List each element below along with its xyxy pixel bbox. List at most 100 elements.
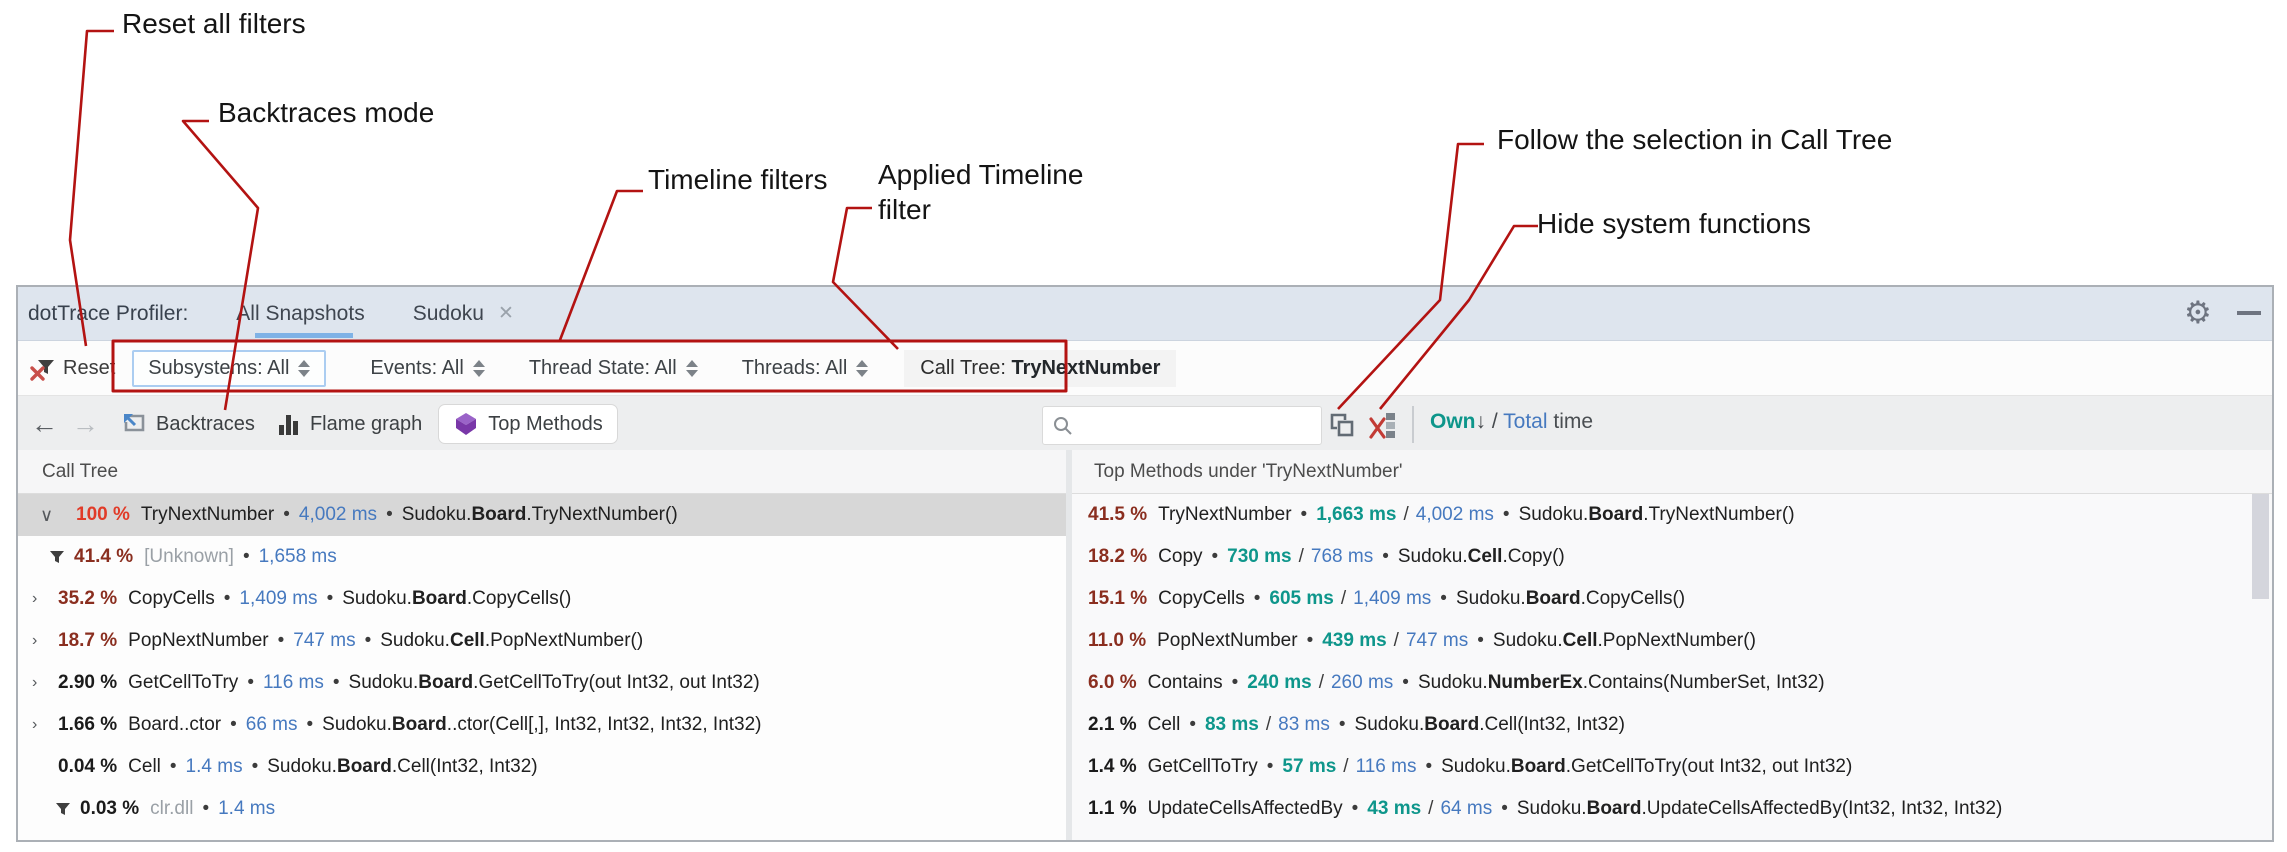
- time-value: 747 ms: [293, 630, 356, 651]
- follow-selection-button[interactable]: [1328, 411, 1356, 445]
- minimize-icon[interactable]: [2237, 311, 2261, 315]
- method-name: Board..ctor: [128, 714, 222, 735]
- forward-arrow-icon[interactable]: →: [72, 409, 99, 439]
- close-tab-icon[interactable]: ✕: [497, 303, 514, 324]
- slash-separator: /: [1318, 672, 1324, 693]
- events-filter[interactable]: Events: All: [370, 357, 485, 380]
- call-tree-row[interactable]: ›35.2 %CopyCells•1,409 ms•Sudoku.Board.C…: [18, 578, 1066, 620]
- method-name: CopyCells: [1158, 588, 1245, 609]
- total-time-value: 768 ms: [1310, 546, 1374, 567]
- method-namespace: Sudoku.: [1417, 672, 1488, 693]
- method-name: TryNextNumber: [1158, 504, 1292, 525]
- flame-graph-icon: [278, 415, 298, 435]
- time-value: 1,409 ms: [239, 588, 318, 609]
- tree-expander-icon[interactable]: ›: [32, 674, 38, 691]
- backtraces-button[interactable]: Backtraces: [121, 411, 255, 437]
- method-rest: .CopyCells(): [1580, 588, 1686, 609]
- tree-expander-icon[interactable]: ›: [32, 590, 38, 607]
- method-name: [Unknown]: [144, 546, 234, 567]
- thread-state-filter[interactable]: Thread State: All: [529, 357, 698, 380]
- spinner-icon: [472, 359, 485, 377]
- hide-system-functions-button[interactable]: [1368, 411, 1398, 445]
- own-time-value: 439 ms: [1322, 630, 1387, 651]
- method-signature: Sudoku.Board.Cell(Int32, Int32): [267, 756, 537, 778]
- flame-graph-button[interactable]: Flame graph: [277, 411, 422, 437]
- slash-separator: /: [1403, 504, 1409, 525]
- applied-call-tree-filter-chip[interactable]: Call Tree: TryNextNumber: [904, 349, 1177, 387]
- top-methods-row[interactable]: 6.0 %Contains•240 ms/260 ms•Sudoku.Numbe…: [1072, 662, 2272, 704]
- call-tree-row[interactable]: 41.4 %[Unknown]•1,658 ms: [18, 536, 1066, 578]
- own-sort-label: Own: [1430, 410, 1476, 433]
- total-time-value: 260 ms: [1330, 672, 1394, 693]
- panel-splitter[interactable]: [1066, 450, 1072, 840]
- top-methods-button[interactable]: Top Methods: [438, 404, 618, 444]
- bullet-separator: •: [386, 504, 393, 525]
- top-methods-row[interactable]: 1.4 %GetCellToTry•57 ms/116 ms•Sudoku.Bo…: [1072, 746, 2272, 788]
- call-tree-row[interactable]: ∨100 %TryNextNumber•4,002 ms•Sudoku.Boar…: [18, 494, 1066, 536]
- back-arrow-icon[interactable]: ←: [31, 409, 58, 439]
- app-title: dotTrace Profiler:: [28, 301, 189, 325]
- filter-applied-icon: [54, 800, 72, 818]
- own-time-value: 43 ms: [1367, 798, 1422, 819]
- bullet-separator: •: [223, 588, 231, 609]
- top-methods-icon: [456, 413, 477, 435]
- tree-expander-icon[interactable]: ›: [32, 716, 38, 733]
- follow-selection-icon: [1330, 413, 1354, 437]
- method-signature: Sudoku.Board.CopyCells(): [1456, 588, 1685, 610]
- hide-system-functions-icon: [1369, 413, 1395, 439]
- top-methods-row[interactable]: 18.2 %Copy•730 ms/768 ms•Sudoku.Cell.Cop…: [1072, 536, 2272, 578]
- slash-separator: /: [1343, 756, 1349, 777]
- method-class: Board: [1510, 756, 1566, 777]
- spinner-icon: [298, 359, 311, 377]
- reset-filters-button[interactable]: Reset: [29, 355, 115, 382]
- top-methods-row[interactable]: 1.1 %UpdateCellsAffectedBy•43 ms/64 ms•S…: [1072, 788, 2272, 830]
- tab-sudoku[interactable]: Sudoku ✕: [413, 302, 514, 326]
- call-tree-row[interactable]: 0.04 %Cell•1.4 ms•Sudoku.Board.Cell(Int3…: [18, 746, 1066, 788]
- percent-value: 1.4 %: [1088, 756, 1137, 777]
- own-total-sort-toggle[interactable]: Own↓ / Total time: [1430, 410, 1593, 434]
- gear-icon[interactable]: ⚙: [2184, 295, 2212, 330]
- bullet-separator: •: [247, 672, 254, 693]
- percent-value: 15.1 %: [1088, 588, 1148, 609]
- method-class: Board: [1525, 588, 1581, 609]
- applied-filter-prefix: Call Tree:: [920, 356, 1012, 379]
- method-class: Board: [411, 588, 467, 609]
- method-name: GetCellToTry: [1147, 756, 1258, 777]
- call-tree-row[interactable]: 0.03 %clr.dll•1.4 ms: [18, 788, 1066, 830]
- bullet-separator: •: [1300, 504, 1308, 525]
- subsystems-filter[interactable]: Subsystems: All: [132, 349, 327, 387]
- sort-direction-arrow: ↓: [1475, 410, 1487, 433]
- top-methods-header: Top Methods under 'TryNextNumber': [1072, 450, 2272, 494]
- percent-value: 100 %: [76, 504, 130, 525]
- tree-expander-icon[interactable]: ∨: [40, 504, 54, 525]
- method-signature: Sudoku.Board.CopyCells(): [342, 588, 571, 610]
- bullet-separator: •: [306, 714, 314, 735]
- time-value: 1.4 ms: [185, 756, 243, 777]
- search-input[interactable]: [1081, 409, 1315, 441]
- thread-state-filter-label: Thread State: All: [528, 356, 677, 379]
- annotation-hide-system-functions: Hide system functions: [1537, 208, 1811, 239]
- call-tree-row[interactable]: ›1.66 %Board..ctor•66 ms•Sudoku.Board..c…: [18, 704, 1066, 746]
- top-methods-row[interactable]: 15.1 %CopyCells•605 ms/1,409 ms•Sudoku.B…: [1072, 578, 2272, 620]
- top-methods-row[interactable]: 11.0 %PopNextNumber•439 ms/747 ms•Sudoku…: [1072, 620, 2272, 662]
- threads-filter[interactable]: Threads: All: [742, 357, 869, 380]
- method-namespace: Sudoku.: [1397, 546, 1468, 567]
- method-name: CopyCells: [128, 588, 215, 609]
- top-methods-row[interactable]: 41.5 %TryNextNumber•1,663 ms/4,002 ms•Su…: [1072, 494, 2272, 536]
- tab-all-snapshots[interactable]: All Snapshots: [236, 301, 365, 325]
- annotation-timeline-filters: Timeline filters: [648, 164, 828, 195]
- applied-filter-funnel-icon: [56, 803, 70, 815]
- title-bar: dotTrace Profiler: All Snapshots Sudoku …: [18, 287, 2272, 341]
- total-time-value: 83 ms: [1278, 714, 1330, 735]
- total-sort-label: Total: [1503, 410, 1548, 433]
- tree-expander-icon[interactable]: ›: [32, 632, 38, 649]
- sort-suffix-label: time: [1553, 410, 1594, 433]
- method-name: GetCellToTry: [128, 672, 239, 693]
- call-tree-row[interactable]: ›18.7 %PopNextNumber•747 ms•Sudoku.Cell.…: [18, 620, 1066, 662]
- method-rest: .Cell(Int32, Int32): [391, 756, 538, 777]
- bullet-separator: •: [1253, 588, 1261, 609]
- vertical-scrollbar-thumb[interactable]: [2252, 494, 2269, 599]
- top-methods-row[interactable]: 2.1 %Cell•83 ms/83 ms•Sudoku.Board.Cell(…: [1072, 704, 2272, 746]
- call-tree-row[interactable]: ›2.90 %GetCellToTry•116 ms•Sudoku.Board.…: [18, 662, 1066, 704]
- method-namespace: Sudoku.: [380, 630, 450, 651]
